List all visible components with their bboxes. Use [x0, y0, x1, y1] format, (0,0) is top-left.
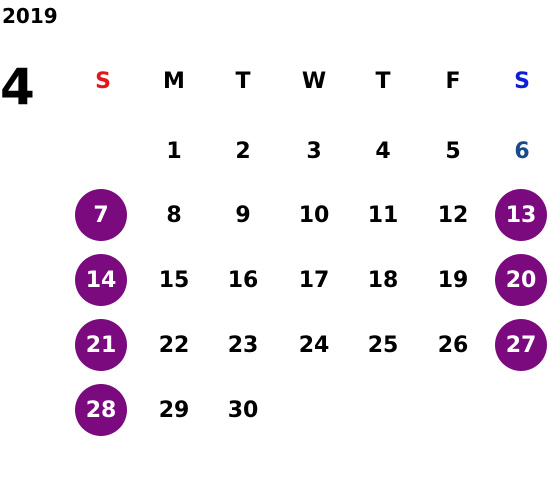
weekday-saturday: S: [514, 68, 530, 94]
weekday-friday: F: [445, 68, 461, 94]
weekday-sunday: S: [95, 68, 111, 94]
day-cell[interactable]: 11: [367, 202, 399, 228]
weekday-thursday: T: [375, 68, 391, 94]
day-cell[interactable]: 18: [367, 267, 399, 293]
day-cell-highlighted[interactable]: 20: [495, 254, 547, 306]
day-cell[interactable]: 8: [166, 202, 182, 228]
day-cell[interactable]: 10: [298, 202, 330, 228]
day-cell[interactable]: 3: [306, 138, 322, 164]
day-cell[interactable]: 29: [158, 397, 190, 423]
day-cell[interactable]: 16: [227, 267, 259, 293]
day-cell-highlighted[interactable]: 7: [75, 189, 127, 241]
weekday-tuesday: T: [235, 68, 251, 94]
day-cell[interactable]: 25: [367, 332, 399, 358]
day-cell[interactable]: 19: [437, 267, 469, 293]
day-cell-highlighted[interactable]: 28: [75, 384, 127, 436]
year-label: 2019: [2, 4, 58, 28]
day-cell[interactable]: 22: [158, 332, 190, 358]
day-cell[interactable]: 9: [235, 202, 251, 228]
weekday-monday: M: [163, 68, 185, 94]
day-cell[interactable]: 17: [298, 267, 330, 293]
day-cell-highlighted[interactable]: 27: [495, 319, 547, 371]
day-cell[interactable]: 15: [158, 267, 190, 293]
day-cell[interactable]: 12: [437, 202, 469, 228]
weekday-wednesday: W: [301, 68, 327, 94]
day-cell-highlighted[interactable]: 14: [75, 254, 127, 306]
day-cell-highlighted[interactable]: 13: [495, 189, 547, 241]
day-cell[interactable]: 2: [235, 138, 251, 164]
day-cell[interactable]: 23: [227, 332, 259, 358]
day-cell[interactable]: 24: [298, 332, 330, 358]
month-number: 4: [0, 58, 35, 116]
day-cell[interactable]: 4: [375, 138, 391, 164]
day-cell[interactable]: 5: [445, 138, 461, 164]
day-cell-highlighted[interactable]: 21: [75, 319, 127, 371]
day-cell[interactable]: 30: [227, 397, 259, 423]
day-cell[interactable]: 1: [166, 138, 182, 164]
day-cell-saturday[interactable]: 6: [514, 138, 530, 164]
day-cell[interactable]: 26: [437, 332, 469, 358]
